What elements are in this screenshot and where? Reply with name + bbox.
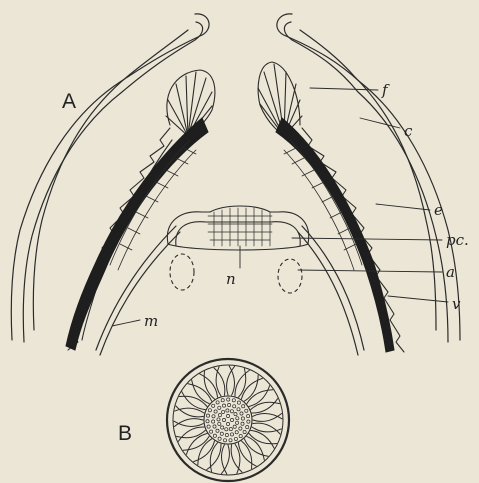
radial-fiber xyxy=(200,374,218,397)
dashed-oval-right xyxy=(278,259,302,293)
outer-sheath-left xyxy=(11,14,209,342)
lamellae-fan-left xyxy=(166,70,215,136)
radial-fiber xyxy=(182,392,205,410)
radial-fiber xyxy=(222,445,227,474)
mesh-network xyxy=(208,208,272,246)
radial-fiber xyxy=(249,386,270,407)
radial-fiber xyxy=(210,443,217,472)
leader-v xyxy=(388,296,448,302)
dark-band-left xyxy=(66,118,208,350)
cross-section xyxy=(167,359,289,481)
outer-sheath-right xyxy=(277,14,460,342)
label-c: c xyxy=(404,122,413,140)
dashed-oval-left xyxy=(170,254,194,290)
radial-fiber xyxy=(251,430,274,448)
radial-fiber xyxy=(242,378,263,399)
dark-band-right xyxy=(276,118,394,352)
label-pc: pc. xyxy=(446,231,469,249)
radial-fiber xyxy=(238,443,256,466)
radial-fiber xyxy=(229,366,234,395)
panel-letter-b: B xyxy=(118,422,132,445)
label-f: f xyxy=(381,81,390,99)
label-m: m xyxy=(144,312,158,330)
radial-fiber xyxy=(177,430,206,437)
radial-fiber xyxy=(194,441,215,462)
leader-e xyxy=(376,204,430,210)
hatched-tissue-right xyxy=(284,140,362,270)
radial-fiber xyxy=(238,369,245,398)
leader-c xyxy=(360,118,400,128)
label-v: v xyxy=(452,295,461,313)
label-e: e xyxy=(434,201,443,219)
radial-fiber xyxy=(186,434,207,455)
label-a: a xyxy=(446,263,455,281)
radial-fiber xyxy=(251,402,280,409)
radial-fiber xyxy=(253,414,282,419)
leader-m xyxy=(112,320,140,326)
cross-section-core xyxy=(204,396,252,444)
panel-letter-a: A xyxy=(62,90,76,113)
label-n: n xyxy=(226,270,236,288)
